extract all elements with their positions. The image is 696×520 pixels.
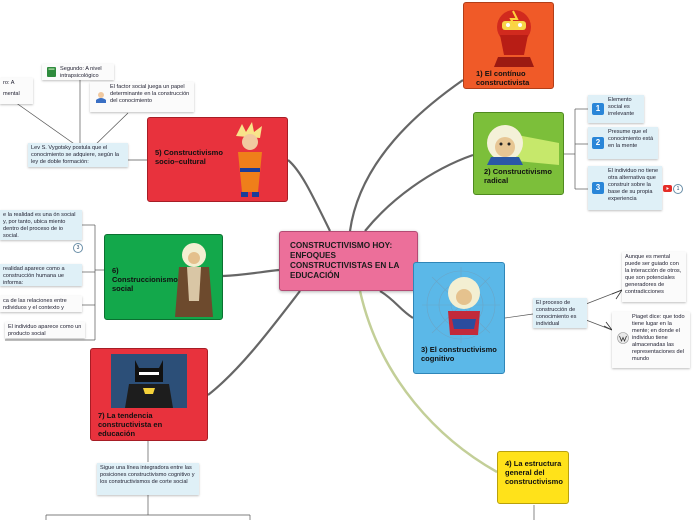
note-text: Elemento social es irrelevante [608, 97, 641, 118]
note-radical-1[interactable]: 1 Elemento social es irrelevante [588, 95, 644, 123]
blonde-character-icon [479, 121, 559, 165]
note-socio-vygotsky[interactable]: Lev S. Vygotsky postula que el conocimie… [28, 143, 128, 167]
note-text: Lev S. Vygotsky postula que el conocimie… [31, 145, 125, 166]
note-text: realidad aparece como a construcción hum… [3, 266, 79, 287]
number-3-icon: 3 [592, 182, 604, 194]
branch-5-label: 5) Constructivismo socio–cultural [155, 148, 225, 166]
link-b1 [350, 80, 463, 231]
note-socio-segundo[interactable]: Segundo: A nivel intrapsicológico [42, 64, 114, 80]
youtube-icon[interactable] [663, 185, 672, 192]
note-tendencia-1[interactable]: Sigue una línea integradora entre las po… [97, 463, 199, 495]
note-text: Aunque es mental puede ser guiado con la… [625, 254, 683, 296]
note-cognitivo-mental[interactable]: Aunque es mental puede ser guiado con la… [622, 252, 686, 302]
note-socio-primero[interactable]: ro: A mental [0, 78, 33, 104]
note-social-4[interactable]: El individuo aparece como un producto so… [5, 322, 85, 338]
note-text: Piaget dice: que todo tiene lugar en la … [632, 314, 687, 363]
note-text: Segundo: A nivel intrapsicológico [60, 66, 111, 80]
person-icon [95, 91, 107, 103]
note-radical-2[interactable]: 2 Presume que el conocimiento está en la… [588, 127, 658, 159]
branch-3-label: 3) El constructivismo cognitivo [421, 345, 501, 363]
note-socio-factor[interactable]: El factor social juega un papel determin… [90, 82, 194, 112]
branch-2-radical[interactable]: 2) Constructivismo radical [473, 112, 564, 195]
branch-2-label: 2) Constructivismo radical [484, 167, 559, 185]
goku-character-icon [230, 122, 270, 198]
note-cognitivo-piaget[interactable]: Piaget dice: que todo tiene lugar en la … [612, 312, 690, 368]
branch-7-label: 7) La tendencia constructivista en educa… [98, 411, 188, 438]
note-text: El individuo aparece como un producto so… [8, 324, 82, 338]
spider-character-icon [422, 267, 500, 343]
branch-1-label: 1) El contínuo constructivista [476, 69, 551, 87]
number-1-icon: 1 [592, 103, 604, 115]
note-social-1[interactable]: e la realidad es una ón social y, por ta… [0, 210, 82, 240]
branch-7-tendencia[interactable]: 7) La tendencia constructivista en educa… [90, 348, 208, 441]
batman-character-icon [111, 354, 187, 408]
note-text: e la realidad es una ón social y, por ta… [3, 212, 79, 240]
branch-6-label: 6) Construccionismo social [112, 266, 164, 293]
branch-6-construccionismo[interactable]: 6) Construccionismo social [104, 234, 223, 320]
note-text: El factor social juega un papel determin… [110, 84, 191, 105]
attachment-count-badge[interactable]: 1 [673, 184, 683, 194]
note-cognitivo-proceso[interactable]: El proceso de construcción de conocimien… [533, 298, 587, 328]
branch-3-cognitivo[interactable]: 3) El constructivismo cognitivo [413, 262, 505, 374]
book-icon [47, 67, 56, 77]
note-social-3[interactable]: ca de las relaciones entre ndividuos y e… [0, 296, 82, 312]
branch-1-continuo[interactable]: 1) El contínuo constructivista [463, 2, 554, 89]
note-text: ca de las relaciones entre ndividuos y e… [3, 298, 79, 312]
wikipedia-icon [617, 332, 629, 344]
central-title: CONSTRUCTIVISMO HOY: ENFOQUES CONSTRUCTI… [290, 241, 415, 281]
number-2-icon: 2 [592, 137, 604, 149]
link-b2 [365, 155, 473, 231]
link-b3 [380, 291, 413, 318]
branch-4-estructura[interactable]: 4) La estructura general del constructiv… [497, 451, 569, 504]
branch-4-label: 4) La estructura general del constructiv… [505, 459, 563, 486]
note-text: mental [3, 91, 30, 98]
flash-character-icon [484, 5, 544, 67]
note-text: El proceso de construcción de conocimien… [536, 300, 584, 328]
yoda-character-icon [173, 241, 215, 317]
link-b5 [288, 160, 330, 231]
attachment-count-badge-2[interactable]: 3 [73, 243, 83, 253]
note-radical-3[interactable]: 3 El individuo no tiene otra alternativa… [588, 166, 662, 210]
note-text: Sigue una línea integradora entre las po… [100, 465, 196, 486]
note-social-2[interactable]: realidad aparece como a construcción hum… [0, 264, 82, 286]
note-text: Presume que el conocimiento está en la m… [608, 129, 655, 150]
central-topic[interactable]: CONSTRUCTIVISMO HOY: ENFOQUES CONSTRUCTI… [279, 231, 418, 291]
branch-5-sociocultural[interactable]: 5) Constructivismo socio–cultural [147, 117, 288, 202]
note-text: ro: A [3, 80, 30, 87]
link-b6 [223, 270, 279, 276]
note-text: El individuo no tiene otra alternativa q… [608, 168, 659, 203]
